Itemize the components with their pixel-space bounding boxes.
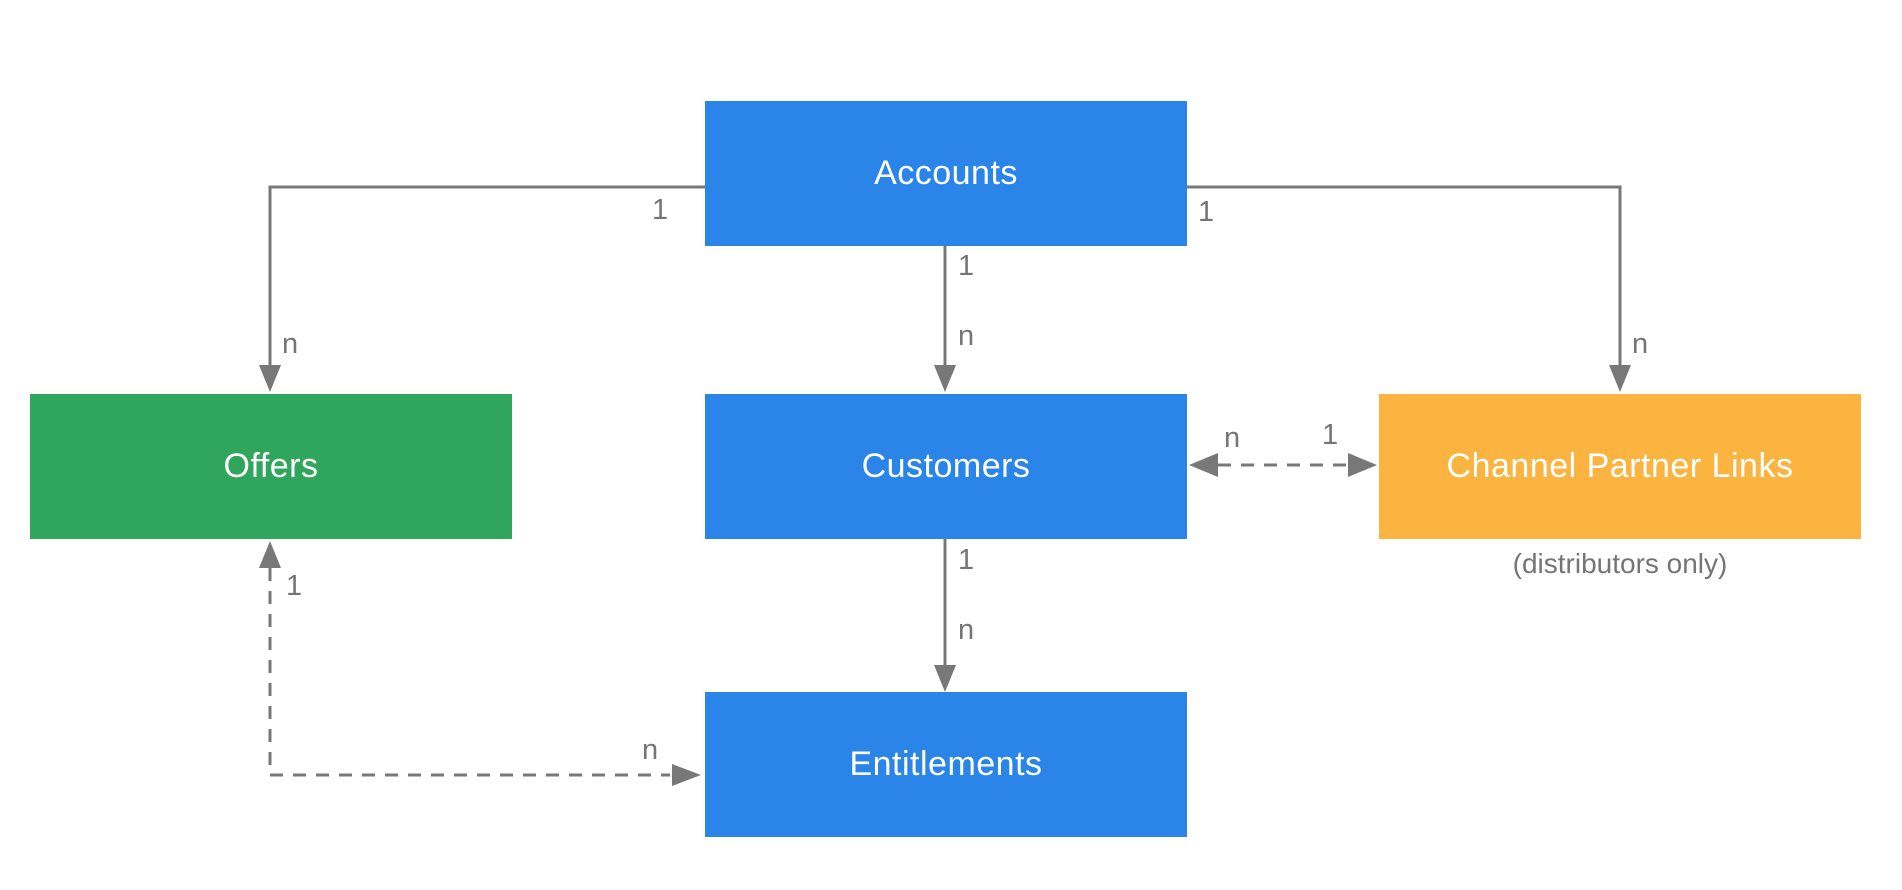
node-offers-label: Offers — [223, 447, 319, 485]
node-accounts-label: Accounts — [874, 154, 1018, 192]
edge-accounts-cpl-to-label: n — [1632, 328, 1649, 360]
edge-accounts-offers-line — [268, 185, 705, 368]
edge-offers-entitlements-to-label: n — [642, 734, 659, 766]
node-customers: Customers — [705, 394, 1187, 539]
node-customers-label: Customers — [861, 447, 1031, 485]
arrow-left-icon — [1189, 453, 1218, 477]
edge-accounts-cpl-line — [1187, 185, 1622, 368]
node-channel-partner-links-label: Channel Partner Links — [1446, 447, 1794, 485]
edge-accounts-offers-to-label: n — [282, 328, 299, 360]
edge-customers-entitlements-to-label: n — [958, 614, 975, 646]
edge-accounts-offers — [259, 185, 705, 392]
edge-customers-entitlements — [934, 539, 956, 692]
arrow-right-icon — [1348, 453, 1377, 477]
edge-accounts-offers-from-label: 1 — [652, 194, 669, 226]
edge-accounts-cpl-from-label: 1 — [1198, 196, 1215, 228]
node-channel-partner-links: Channel Partner Links — [1379, 394, 1861, 539]
edge-accounts-customers — [934, 245, 956, 392]
edge-customers-channel-partner-links — [1189, 453, 1377, 477]
edge-accounts-channel-partner-links — [1187, 185, 1631, 392]
arrow-down-icon — [259, 365, 281, 392]
node-accounts: Accounts — [705, 101, 1187, 246]
edge-customers-cpl-to-label: 1 — [1322, 419, 1339, 451]
edge-accounts-customers-from-label: 1 — [958, 250, 975, 282]
edge-offers-entitlements — [259, 541, 701, 786]
edge-customers-entitlements-from-label: 1 — [958, 544, 975, 576]
node-entitlements-label: Entitlements — [849, 745, 1043, 783]
edge-offers-entitlements-line — [268, 568, 670, 777]
channel-partner-links-note: (distributors only) — [1512, 548, 1728, 579]
edge-accounts-customers-to-label: n — [958, 320, 975, 352]
edge-customers-cpl-from-label: n — [1224, 422, 1241, 454]
edge-offers-entitlements-from-label: 1 — [286, 570, 303, 602]
arrow-right-icon — [672, 764, 701, 786]
node-offers: Offers — [30, 394, 512, 539]
node-entitlements: Entitlements — [705, 692, 1187, 837]
arrow-up-icon — [259, 541, 281, 568]
arrow-down-icon — [1609, 365, 1631, 392]
arrow-down-icon — [934, 365, 956, 392]
arrow-down-icon — [934, 665, 956, 692]
